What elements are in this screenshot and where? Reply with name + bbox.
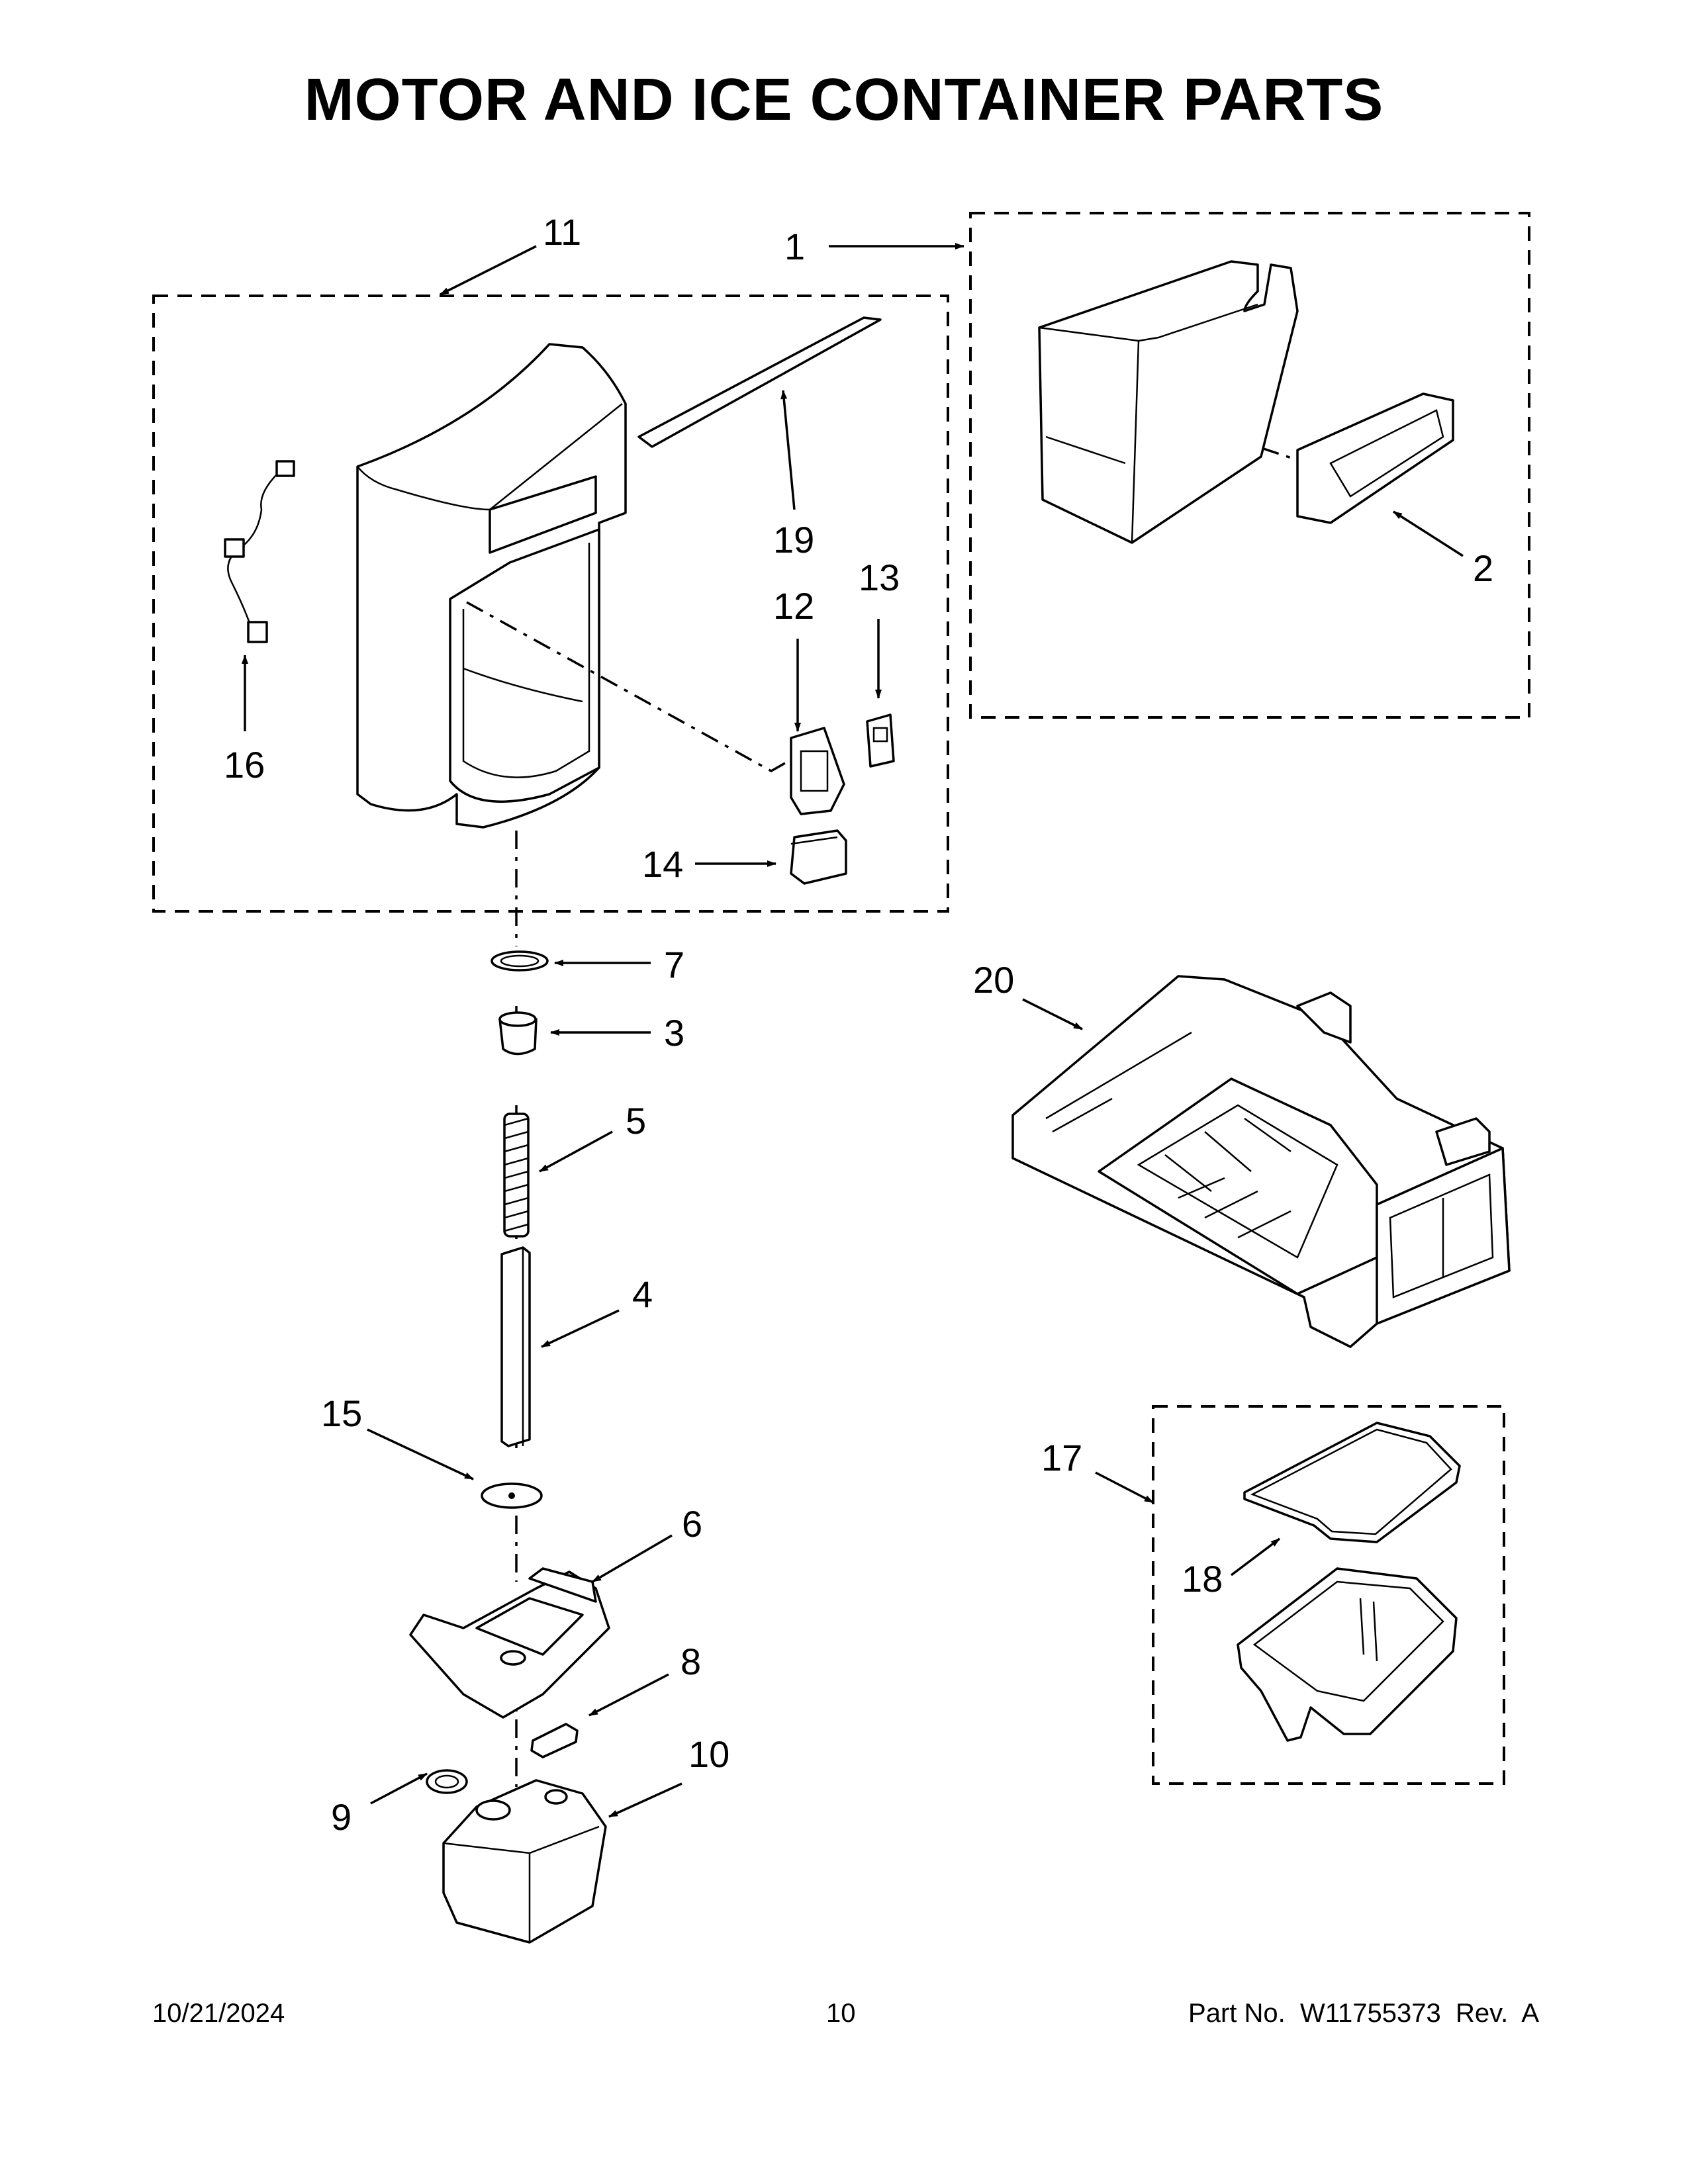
- part-shaft: [500, 1246, 531, 1447]
- callout-label-15: 15: [321, 1392, 362, 1434]
- group-box-17: [1152, 1405, 1505, 1785]
- leader-arrow-18: [1230, 1537, 1281, 1576]
- part-spring: [503, 1113, 530, 1238]
- part-wire-harness: [224, 460, 295, 643]
- part-switch: [866, 713, 895, 768]
- part-seal: [426, 1769, 468, 1794]
- leader-arrow-17: [1095, 1471, 1154, 1504]
- part-dispenser-housing: [356, 343, 627, 829]
- footer-page-number: 10: [826, 1999, 856, 2028]
- callout-label-3: 3: [664, 1012, 684, 1054]
- footer-date: 10/21/2024: [152, 1999, 285, 2028]
- leader-arrow-6: [592, 1534, 673, 1583]
- callout-label-1: 1: [784, 226, 805, 267]
- group-box-1: [969, 212, 1530, 719]
- callout-label-9: 9: [331, 1796, 352, 1838]
- callout-label-12: 12: [773, 585, 814, 627]
- leader-arrow-11: [440, 245, 537, 296]
- rev-value: A: [1521, 1999, 1539, 2028]
- callout-label-18: 18: [1182, 1558, 1223, 1600]
- part-solenoid: [790, 829, 847, 885]
- part-washer: [481, 1482, 543, 1509]
- part-strip: [637, 316, 882, 448]
- callout-label-7: 7: [664, 944, 684, 985]
- callout-label-20: 20: [973, 959, 1014, 1001]
- part-motor: [442, 1779, 607, 1944]
- callout-label-11: 11: [543, 211, 581, 253]
- part-coupler: [498, 1011, 538, 1056]
- group-box-11: [152, 295, 949, 913]
- part-actuator-plate: [790, 727, 845, 815]
- callout-label-13: 13: [859, 557, 900, 598]
- leader-arrow-8: [588, 1673, 669, 1717]
- leader-arrow-20: [1022, 998, 1083, 1030]
- leader-arrow-2: [1393, 510, 1464, 557]
- callout-label-8: 8: [680, 1641, 701, 1682]
- leader-arrow-4: [541, 1309, 620, 1348]
- callout-label-2: 2: [1473, 547, 1493, 589]
- assembly-line-housing-to-plate: [466, 601, 795, 773]
- callout-label-5: 5: [626, 1100, 646, 1142]
- page-title: MOTOR AND ICE CONTAINER PARTS: [304, 67, 1384, 133]
- footer-part-number: Part No. W11755373 Rev. A: [1188, 1999, 1539, 2028]
- leader-arrow-10: [608, 1782, 682, 1818]
- callout-label-4: 4: [632, 1273, 653, 1315]
- part-gasket: [491, 950, 549, 972]
- part-container-housing: [1237, 1567, 1458, 1742]
- callout-label-16: 16: [224, 744, 265, 786]
- part-link: [530, 1723, 579, 1758]
- leader-arrow-19: [780, 390, 796, 510]
- part-no-label: Part No.: [1188, 1999, 1286, 2028]
- callout-label-19: 19: [773, 519, 814, 561]
- part-ice-bucket: [1038, 260, 1299, 544]
- leader-arrow-9: [370, 1772, 428, 1805]
- callout-label-10: 10: [688, 1733, 729, 1775]
- leader-arrow-5: [539, 1130, 613, 1173]
- part-lid-gasket: [1243, 1422, 1461, 1543]
- rev-label: Rev.: [1456, 1999, 1509, 2028]
- part-motor-bracket: [409, 1567, 610, 1719]
- callout-label-14: 14: [642, 843, 683, 885]
- callout-label-17: 17: [1041, 1437, 1082, 1479]
- part-no-value: W11755373: [1300, 1999, 1441, 2028]
- part-ice-maker: [1011, 975, 1511, 1348]
- callout-label-6: 6: [682, 1503, 702, 1545]
- leader-arrow-15: [367, 1428, 474, 1480]
- part-bucket-base: [1296, 392, 1454, 524]
